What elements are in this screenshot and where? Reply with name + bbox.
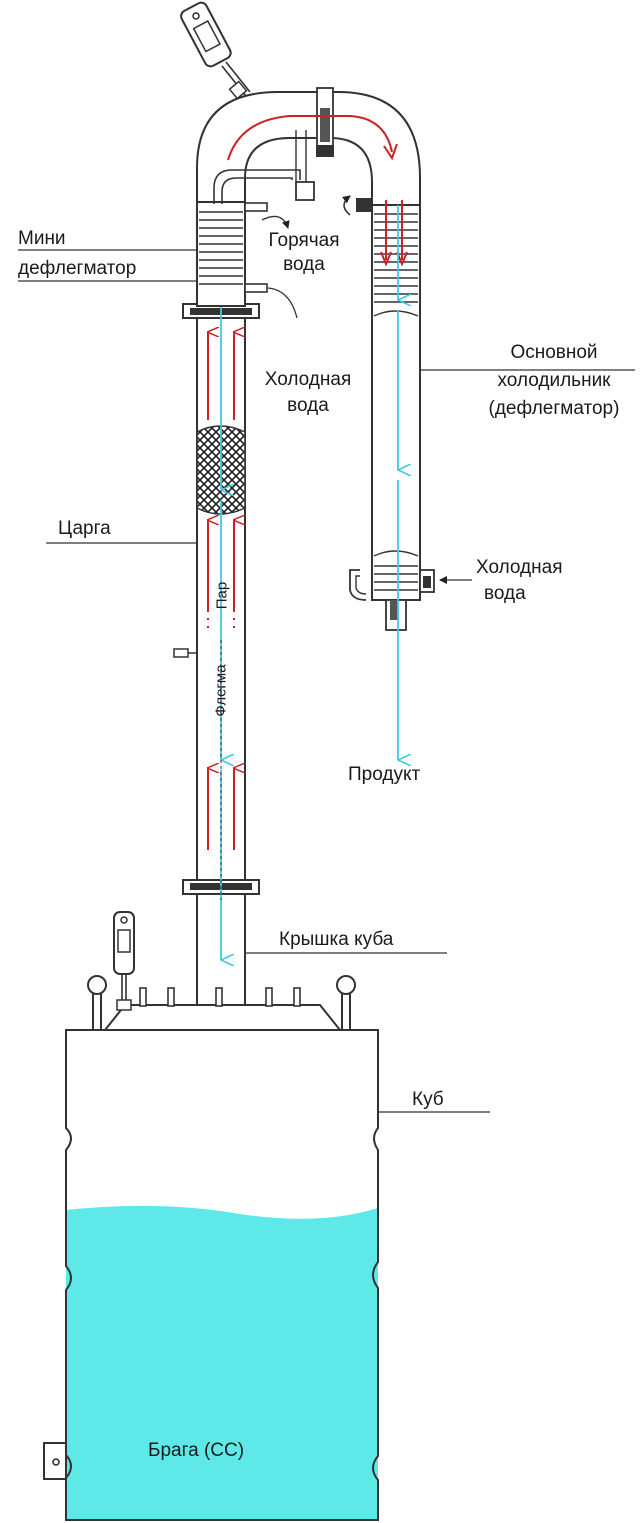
top-bend (180, 1, 421, 205)
label-hot-water: Горячая вода (268, 230, 340, 275)
label-cold-water-top: Холодная вода (264, 369, 352, 416)
label-cold-water-bottom: Холодная вода (476, 557, 563, 604)
label-cube: Куб (412, 1089, 444, 1110)
main-condenser (342, 195, 435, 760)
side-port (173, 648, 189, 658)
label-product: Продукт (348, 764, 421, 785)
cube-lid (102, 1004, 343, 1031)
cube-boiler (43, 911, 379, 1521)
label-steam: Пар (213, 581, 231, 610)
label-mash: Брага (СС) (148, 1440, 245, 1461)
label-tsarga: Царга (58, 518, 111, 539)
label-mini-deflegmator: Мини дефлегматор (18, 228, 137, 279)
cube-thermometer (113, 911, 135, 1011)
label-cube-lid: Крышка куба (279, 929, 394, 950)
label-phlegm: Флегма (212, 664, 230, 717)
column-tsarga (173, 290, 260, 1005)
drain-tap (43, 1442, 67, 1480)
mini-deflegmator (196, 201, 268, 307)
mash-liquid (66, 1205, 378, 1520)
top-thermometer (180, 1, 251, 100)
label-main-condenser: Основной холодильник (дефлегматор) (488, 342, 620, 419)
leader-lines (18, 215, 635, 1113)
